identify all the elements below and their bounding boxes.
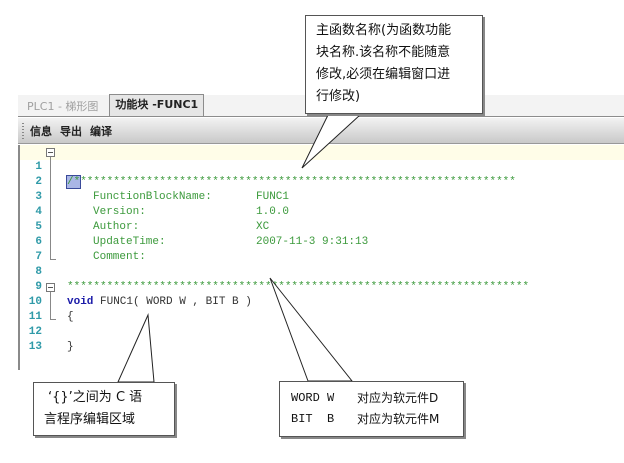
line-number: 8 [35,266,42,278]
fold-guide [50,292,51,319]
code-line: 13 [20,325,624,353]
comment-value: FUNC1 [256,191,290,203]
tab-function-block[interactable]: 功能块 -FUNC1 [109,94,205,116]
comment-value: XC [256,221,270,233]
mapping-desc: 对应为软元件M [357,412,440,426]
fold-end [50,259,56,260]
line-number: 12 [28,326,42,338]
code-line: 1 /*************************************… [20,145,624,189]
code-line: 11 [20,295,624,323]
c-code-area-callout: ‘{}’之间为 C 语 言程序编辑区域 [33,382,175,436]
fold-end [50,319,56,320]
line-number: 3 [35,191,42,203]
keyword-void: void [67,296,94,308]
line-number: 2 [35,176,42,188]
tab-ladder-diagram[interactable]: PLC1 - 梯形图 [27,100,99,113]
comment-line: /***************************************… [65,175,516,190]
fold-guide [50,157,51,259]
export-button[interactable]: 导出 [60,124,82,138]
comment-key: Version: [93,206,146,218]
comment-key: Author: [93,221,140,233]
info-button[interactable]: 信息 [30,124,52,138]
mapping-row: WORD W 对应为软元件D [291,388,463,409]
comment-value: 2007-11-3 9:31:13 [256,236,369,248]
function-name-callout: 主函数名称(为函数功能 块名称.该名称不能随意 修改,必须在编辑窗口进 行修改) [305,15,483,114]
callout-text-line: ‘{}’之间为 C 语 [48,390,143,405]
line-number: 11 [28,311,42,323]
close-brace: } [67,341,74,353]
toolbar-grip-icon[interactable] [22,123,24,139]
comment-stars: ****************************************… [80,176,516,188]
code-line: 6 Comment: [20,220,624,263]
comment-stars: ****************************************… [67,281,530,293]
callout-text-line: 修改,必须在编辑窗口进 [316,67,451,82]
comment-key: UpdateTime: [93,236,166,248]
callout-text-line: 主函数名称(为函数功能 [316,23,452,38]
line-number: 5 [35,221,42,233]
code-editor[interactable]: 1 /*************************************… [18,145,624,370]
callout-text-line: 言程序编辑区域 [44,412,136,427]
function-signature: FUNC1( WORD W , BIT B ) [93,296,252,308]
code-line: 5 UpdateTime: 2007-11-3 9:31:13 [20,205,624,248]
mapping-desc: 对应为软元件D [357,391,439,405]
mapping-param: WORD W [291,391,335,405]
current-line-highlight [20,145,624,160]
parameter-mapping-callout: WORD W 对应为软元件D BIT B 对应为软元件M [279,381,464,437]
code-line: 4 Author: XC [20,190,624,233]
mapping-row: BIT B 对应为软元件M [291,409,463,430]
code-line: 12 } [20,310,624,353]
comment-line: Comment: [67,250,146,265]
comment-line: FunctionBlockName: FUNC1 [67,190,289,205]
open-brace: { [67,311,74,323]
right-callout-pointer [269,277,354,382]
line-number: 6 [35,236,42,248]
comment-key: Comment: [93,251,146,263]
fold-collapse-icon[interactable] [46,148,55,157]
comment-open: /* [65,175,82,189]
code-line: 9 void FUNC1( WORD W , BIT B ) [20,265,624,308]
comment-value: 1.0.0 [256,206,290,218]
function-declaration: void FUNC1( WORD W , BIT B ) [67,295,252,310]
top-callout-pointer [301,114,362,169]
comment-line: Author: XC [67,220,269,235]
line-number: 7 [35,251,42,263]
comment-line: Version: 1.0.0 [67,205,289,220]
comment-key: FunctionBlockName: [93,191,212,203]
code-line: 8 **************************************… [20,250,624,293]
line-number: 4 [35,206,42,218]
code-line: 3 Version: 1.0.0 [20,175,624,218]
line-number: 13 [28,341,42,353]
callout-text-line: 行修改) [316,89,361,104]
line-number: 10 [28,296,42,308]
code-line: 7 [20,235,624,263]
mapping-param: BIT B [291,412,335,426]
line-number: 1 [35,161,42,173]
line-number: 9 [35,281,42,293]
callout-text-line: 块名称.该名称不能随意 [316,45,451,60]
code-line: 10 { [20,280,624,323]
code-line: 2 FunctionBlockName: FUNC1 [20,160,624,203]
comment-line: UpdateTime: 2007-11-3 9:31:13 [67,235,368,250]
fold-collapse-icon[interactable] [46,283,55,292]
left-callout-pointer [117,313,155,383]
compile-button[interactable]: 编译 [90,124,112,138]
